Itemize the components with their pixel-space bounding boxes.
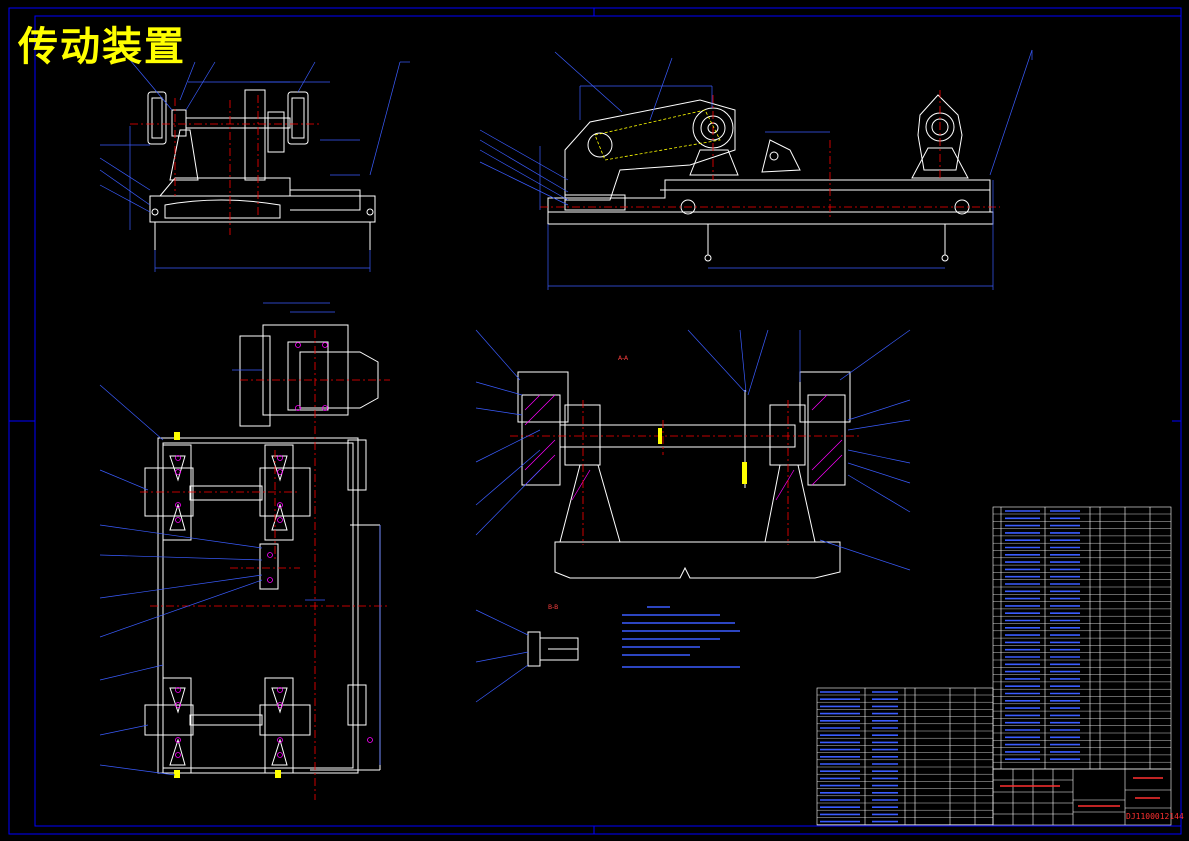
title-block: [992, 768, 1172, 826]
side-elevation-centerlines: [130, 95, 320, 235]
front-elevation-accent: [594, 109, 721, 161]
technical-notes: [622, 606, 740, 668]
section-aa-view: [517, 371, 851, 579]
plan-view-dimensions: [99, 302, 381, 776]
parts-list-bottom-rows: [817, 694, 993, 825]
title-block-red-text: [1000, 777, 1163, 807]
side-elevation-dimensions: [99, 59, 410, 272]
section-aa-yellow: [658, 428, 747, 484]
parts-list-right-text: [1005, 510, 1080, 761]
section-bb-view: [527, 631, 579, 667]
section-aa-label: A-A: [618, 355, 629, 362]
parts-list-right-rows: [993, 513, 1171, 763]
drawing-title: 传动装置: [18, 24, 186, 70]
plan-view-yellow: [174, 432, 281, 778]
parts-list-bottom: [816, 687, 994, 826]
section-aa-centerlines: [510, 400, 860, 545]
section-bb-label: B-B: [548, 604, 559, 611]
section-aa-leaders: [475, 329, 911, 571]
front-elevation-centerlines: [540, 90, 1000, 220]
parts-list-bottom-text: [820, 691, 898, 823]
roller-bottom-right: [259, 677, 311, 774]
front-elevation-view: [547, 94, 994, 262]
roller-top-left: [144, 444, 194, 541]
sheet-border: [8, 7, 1182, 835]
drawing-number: DJ1100012144: [1126, 812, 1184, 821]
side-elevation-view: [147, 89, 376, 250]
plan-view-bolts: [175, 342, 373, 758]
section-bb-leaders: [475, 609, 529, 703]
roller-top-right: [259, 444, 311, 541]
front-elevation-dimensions: [479, 49, 1033, 290]
roller-bottom-left: [144, 677, 194, 774]
plan-view-centerlines: [140, 330, 390, 800]
